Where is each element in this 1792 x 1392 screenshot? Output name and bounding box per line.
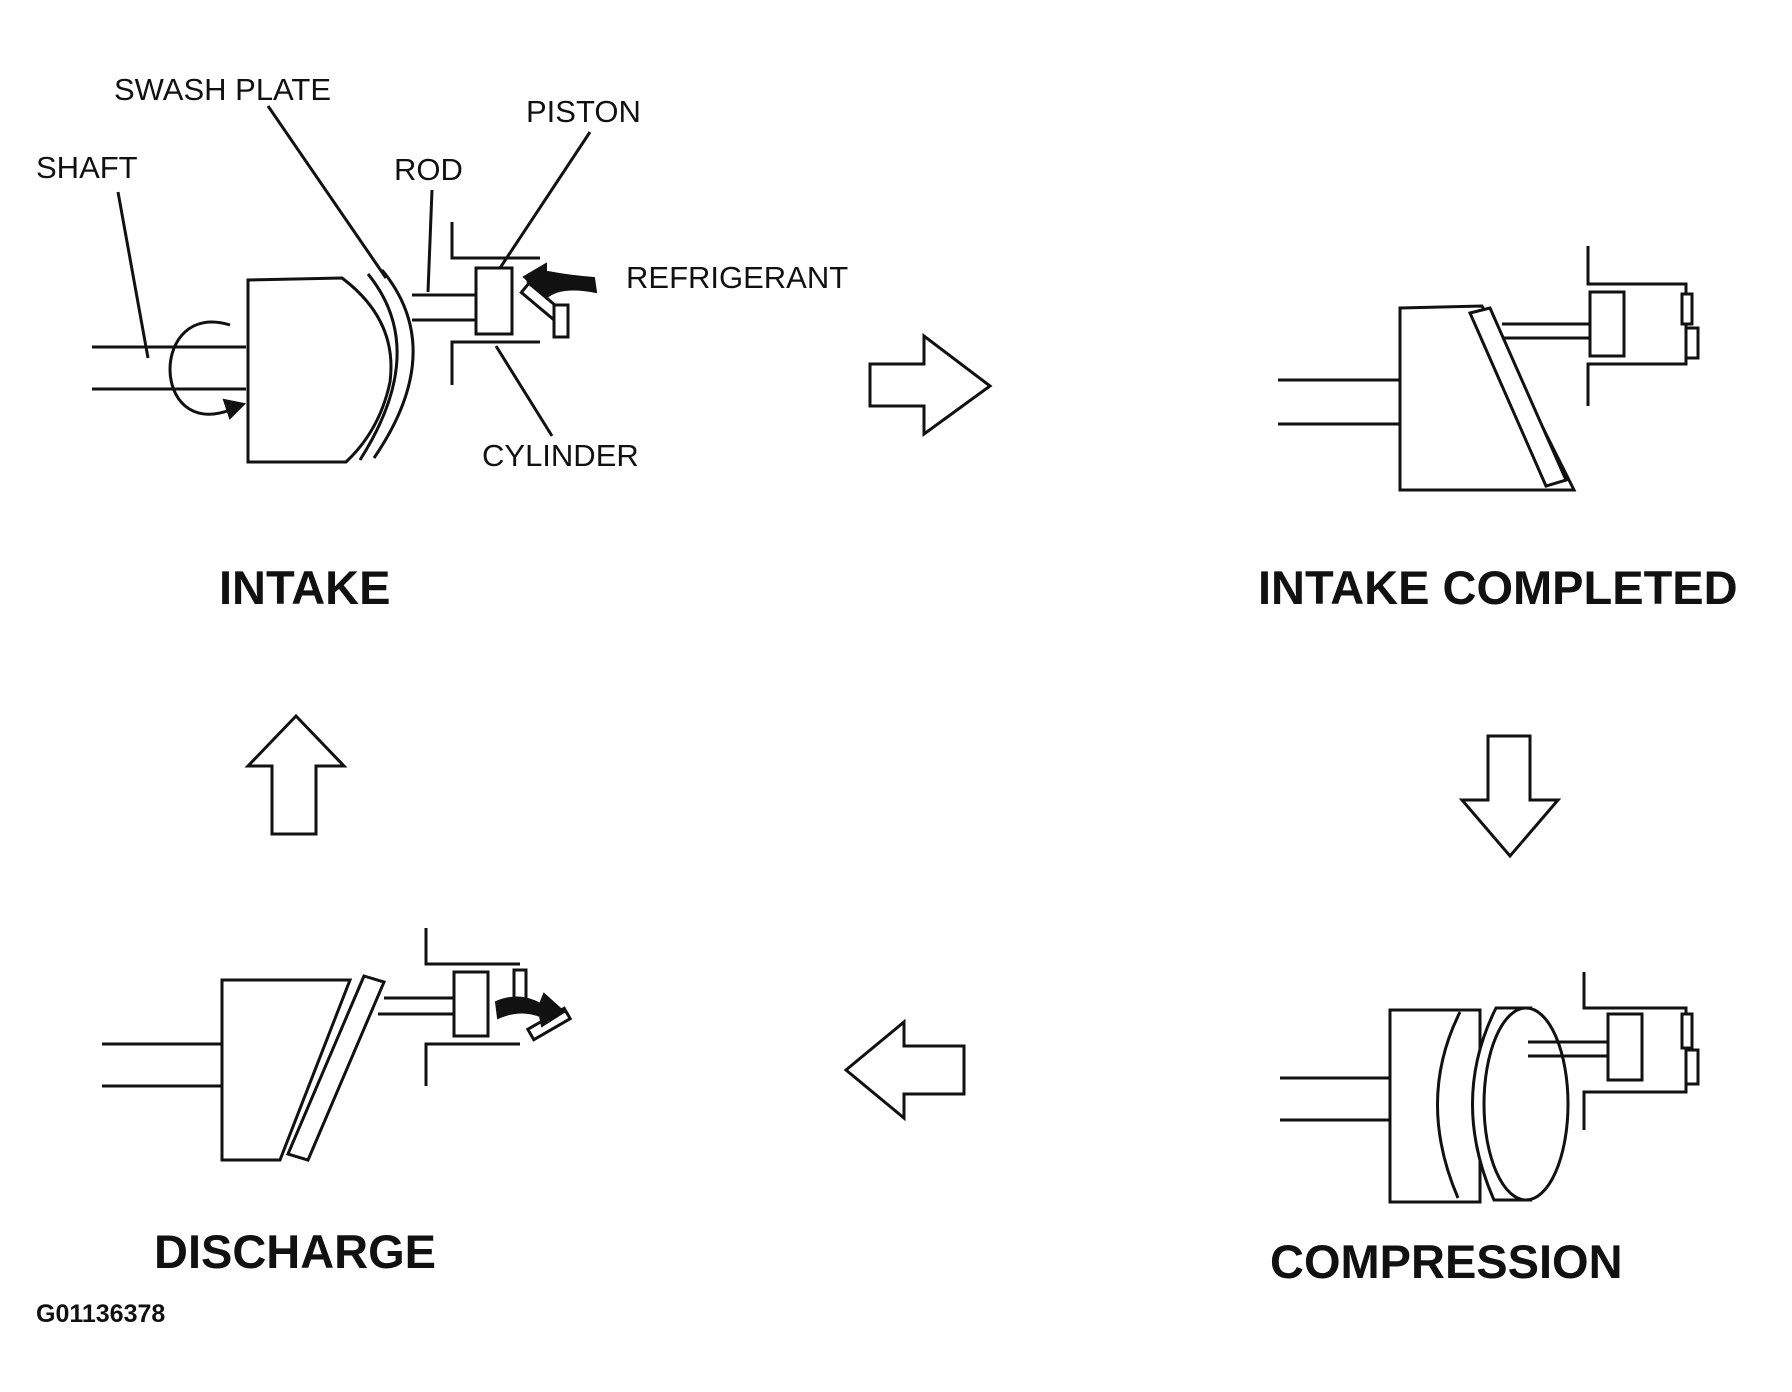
discharge-piston: [452, 970, 490, 1038]
refrigerant-label: REFRIGERANT: [626, 260, 848, 295]
compression-drum: [1388, 1008, 1482, 1204]
compression-swash-disc: [1482, 1006, 1570, 1202]
arrow-left-icon: [843, 1018, 966, 1122]
rotation-arrow-icon: [168, 320, 231, 416]
figure-code: G01136378: [36, 1300, 165, 1328]
discharge-cylinder: [424, 1042, 520, 1086]
intake-completed-swash-plate: [1467, 306, 1569, 488]
swash-plate-label: SWASH PLATE: [114, 72, 331, 107]
compression-valve: [1680, 1012, 1694, 1050]
piston-label: PISTON: [526, 94, 641, 129]
intake-cylinder: [450, 222, 540, 260]
intake-valve-port: [552, 303, 570, 339]
intake-completed-valve: [1680, 292, 1694, 326]
intake-illustration: [92, 222, 598, 464]
intake-piston: [474, 266, 514, 336]
intake-completed-piston: [1588, 290, 1626, 358]
intake-completed-illustration: [1278, 246, 1700, 492]
discharge-cylinder: [424, 928, 520, 966]
compression-swash-plate: [1436, 1011, 1462, 1199]
intake-swash-plate: [372, 269, 415, 459]
rod-leader-line: [426, 189, 434, 293]
swash-plate-leader-line: [266, 105, 388, 279]
leader-lines: [116, 105, 592, 437]
arrow-down-icon: [1458, 734, 1562, 859]
piston-leader-line: [498, 131, 592, 269]
part-labels: SHAFT SWASH PLATE ROD PISTON REFRIGERANT…: [36, 72, 848, 473]
discharge-swash-plate: [285, 974, 387, 1162]
intake-cylinder: [450, 340, 540, 385]
refrigerant-flow-arrowhead-icon: [522, 262, 547, 301]
discharge-drum: [220, 978, 353, 1162]
discharge-flow-arrow-icon: [494, 992, 566, 1028]
intake-title: INTAKE: [219, 561, 390, 614]
intake-swash-plate: [358, 273, 399, 461]
intake-completed-valve: [1684, 326, 1700, 360]
rod-label: ROD: [394, 152, 463, 187]
discharge-title: DISCHARGE: [154, 1225, 436, 1278]
compression-title: COMPRESSION: [1270, 1235, 1623, 1288]
arrow-up-icon: [244, 713, 348, 836]
discharge-illustration: [102, 928, 573, 1162]
shaft-leader-line: [116, 191, 150, 359]
cylinder-label: CYLINDER: [482, 438, 639, 473]
compression-piston: [1606, 1012, 1644, 1082]
intake-drum: [246, 276, 393, 464]
shaft-label: SHAFT: [36, 150, 138, 185]
intake-completed-title: INTAKE COMPLETED: [1258, 561, 1738, 614]
compression-valve: [1684, 1048, 1700, 1086]
rotation-arrowhead-icon: [222, 398, 247, 420]
cylinder-leader-line: [494, 345, 554, 437]
compression-illustration: [1280, 972, 1700, 1204]
arrow-right-icon: [868, 332, 993, 437]
